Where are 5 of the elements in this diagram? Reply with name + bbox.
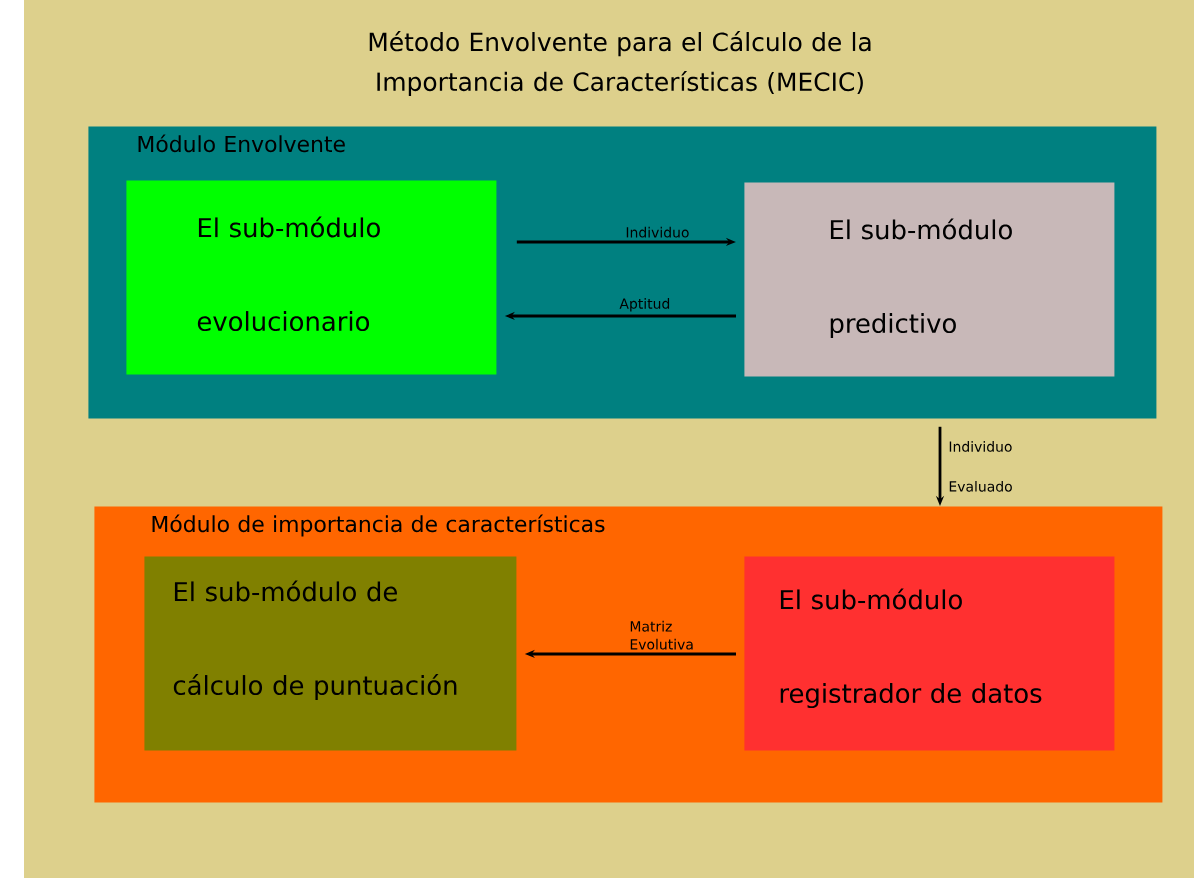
submodule-box: El sub-módulo evolucionario bbox=[126, 180, 497, 375]
submodule-box: El sub-módulo de cálculo de puntuación bbox=[144, 556, 517, 751]
submodule-box: El sub-módulo registrador de datos bbox=[744, 556, 1115, 751]
title: Método Envolvente para el Cálculo de la Importancia de Características (MECIC) bbox=[369, 31, 871, 96]
submodule-box: El sub-módulo predictivo bbox=[744, 182, 1115, 377]
